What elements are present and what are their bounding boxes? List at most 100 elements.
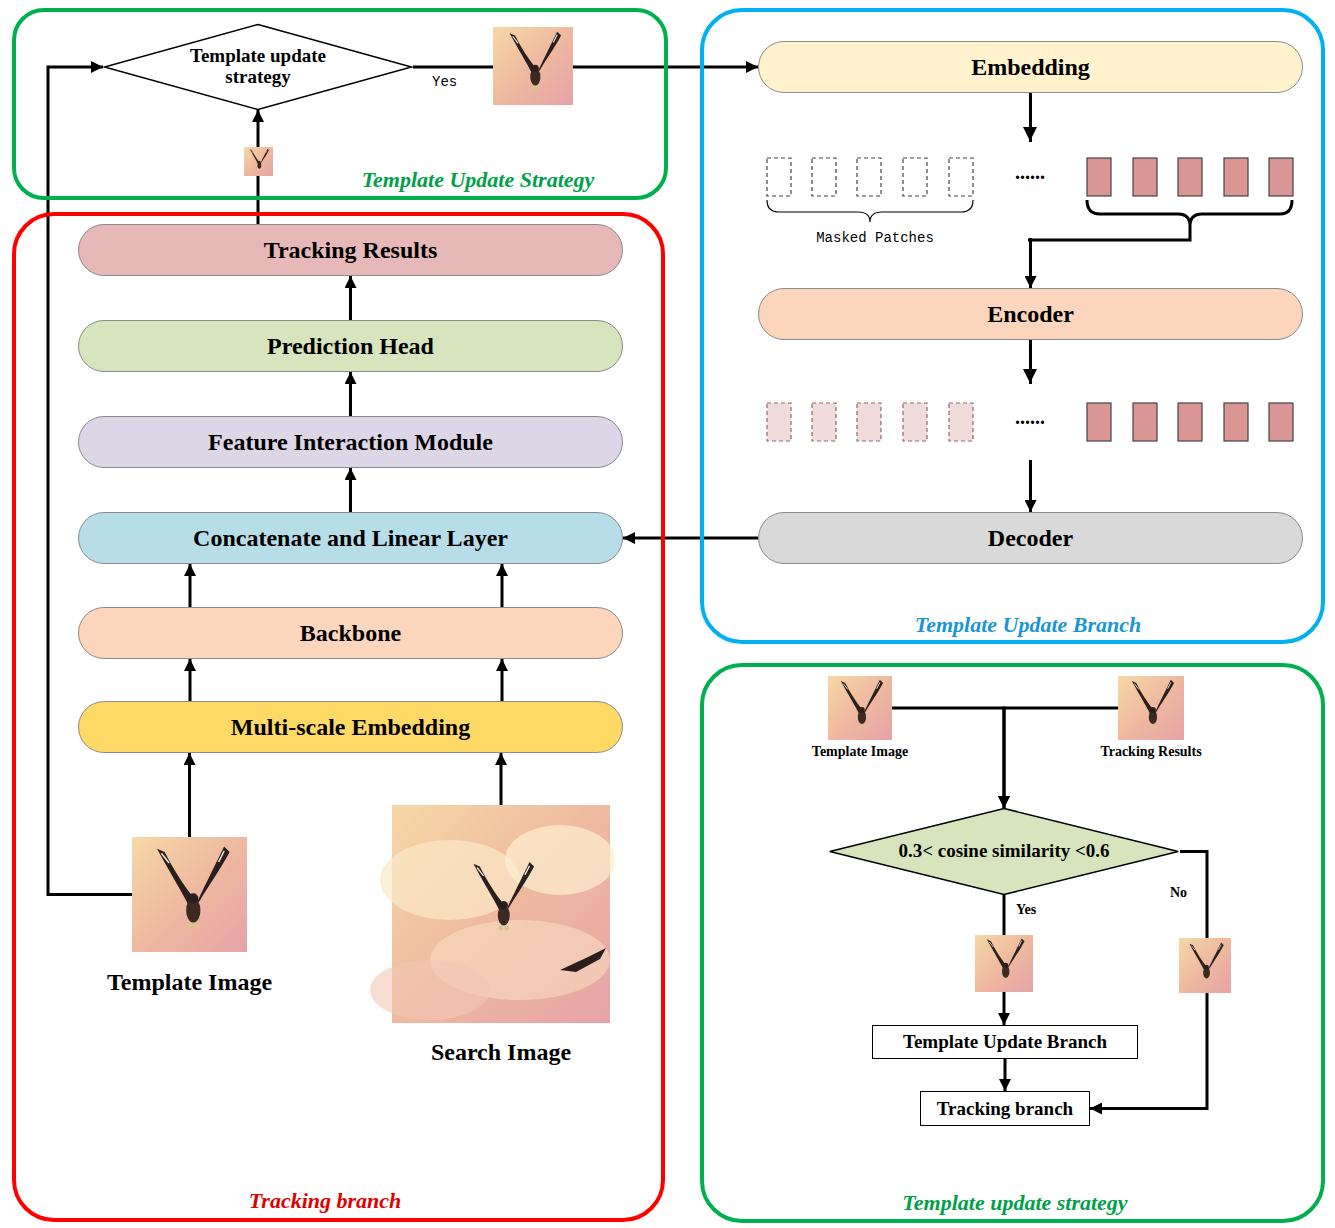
search-image-picture bbox=[370, 805, 615, 1023]
bracket bbox=[1087, 200, 1292, 226]
eagle bbox=[987, 938, 1025, 981]
image-ground bbox=[828, 676, 892, 740]
eagle bbox=[510, 32, 561, 90]
image-ground bbox=[1118, 676, 1184, 740]
flow-arrow bbox=[48, 67, 132, 895]
box-label: Concatenate and Linear Layer bbox=[193, 525, 508, 552]
flow-arrow bbox=[189, 659, 192, 701]
diamond-shape bbox=[830, 808, 1178, 894]
image-input: Template Image bbox=[828, 676, 892, 740]
masked-patch bbox=[767, 158, 791, 196]
thumbnail bbox=[975, 935, 1033, 992]
image-ground bbox=[493, 27, 573, 105]
decision-label: Template update strategy bbox=[168, 46, 348, 88]
flow-arrow bbox=[189, 564, 192, 607]
eagle bbox=[250, 149, 269, 171]
image-ground bbox=[244, 147, 273, 176]
flow-arrow bbox=[188, 753, 191, 837]
label-holder: ...... bbox=[1015, 406, 1045, 429]
box-label: Tracking branch bbox=[937, 1098, 1073, 1120]
flow-arrow bbox=[623, 537, 758, 540]
process-box: Encoder bbox=[758, 288, 1303, 340]
process-box: Template Update Branch bbox=[872, 1025, 1138, 1059]
flow-arrow bbox=[349, 468, 352, 512]
arrowhead bbox=[1023, 127, 1037, 141]
decision-label: 0.3< cosine similarity <0.6 bbox=[898, 841, 1109, 862]
flow-arrow bbox=[349, 276, 352, 320]
reconstructed-patch bbox=[812, 403, 836, 441]
box-label: Feature Interaction Module bbox=[208, 429, 493, 456]
template-image-picture bbox=[132, 837, 247, 952]
eagle bbox=[157, 847, 230, 929]
strategy-region: Template update strategy Template ImageTr… bbox=[700, 663, 1325, 1223]
ground-mask bbox=[1000, 384, 1060, 460]
image-caption: Search Image bbox=[431, 1039, 571, 1066]
visible-patch bbox=[1178, 403, 1202, 441]
reconstructed-patches bbox=[767, 403, 973, 441]
visible-patch bbox=[1133, 158, 1157, 196]
flow-arrow bbox=[500, 753, 503, 805]
label-holder: Masked Patches bbox=[816, 230, 934, 246]
tracking-region: Tracking branchTracking ResultsPredictio… bbox=[12, 212, 665, 1222]
annotation-label: ...... bbox=[1015, 161, 1045, 184]
eagle bbox=[473, 862, 534, 931]
process-box: Feature Interaction Module bbox=[78, 416, 623, 468]
box-label: Decoder bbox=[988, 525, 1073, 552]
update-branch-region: Template Update Branch EmbeddingEncoderDe… bbox=[700, 8, 1325, 644]
region-title: Template Update Branch bbox=[915, 612, 1142, 638]
strategy-region: Template Update StrategyTemplate update … bbox=[12, 8, 668, 200]
cloud bbox=[370, 960, 490, 1020]
visible-patches bbox=[1087, 403, 1293, 441]
region-title: Template update strategy bbox=[902, 1190, 1127, 1216]
visible-patch bbox=[1133, 403, 1157, 441]
image-input: Template Image bbox=[132, 837, 247, 952]
box-label: Prediction Head bbox=[267, 333, 434, 360]
eagle bbox=[1132, 680, 1174, 728]
process-box: Decoder bbox=[758, 512, 1303, 564]
flow-arrow bbox=[349, 372, 352, 416]
flow-arrow bbox=[501, 564, 504, 607]
image-ground bbox=[132, 837, 247, 952]
visible-patch bbox=[1178, 158, 1202, 196]
ground-mask bbox=[1000, 142, 1060, 238]
process-box: Tracking Results bbox=[78, 224, 623, 276]
reconstructed-patch bbox=[767, 403, 791, 441]
image-input: Search Image bbox=[392, 805, 610, 1023]
visible-patch bbox=[1224, 158, 1248, 196]
visible-patch bbox=[1224, 403, 1248, 441]
decision-diamond: Template update strategy bbox=[103, 24, 413, 110]
process-box: Multi-scale Embedding bbox=[78, 701, 623, 753]
label-holder: ...... bbox=[1015, 161, 1045, 184]
annotation-label: ...... bbox=[1015, 406, 1045, 429]
process-box: Prediction Head bbox=[78, 320, 623, 372]
visible-patch bbox=[1087, 158, 1111, 196]
image-caption: Template Image bbox=[107, 969, 272, 996]
edge-label: Yes bbox=[1016, 902, 1036, 918]
image-ground bbox=[975, 935, 1033, 992]
masked-patch bbox=[903, 158, 927, 196]
diamond-shape bbox=[105, 24, 412, 109]
arrowhead bbox=[1023, 369, 1037, 383]
masked-patch bbox=[949, 158, 973, 196]
thumbnail bbox=[244, 147, 273, 176]
process-box: Embedding bbox=[758, 41, 1303, 93]
reconstructed-patch bbox=[903, 403, 927, 441]
label-holder: Yes bbox=[1016, 902, 1036, 918]
masked-patches bbox=[767, 158, 973, 196]
image-ground bbox=[1179, 938, 1231, 993]
box-label: Tracking Results bbox=[264, 237, 438, 264]
visible-patch bbox=[1269, 403, 1293, 441]
bracket-stem bbox=[1028, 226, 1190, 240]
visible-patches bbox=[1087, 158, 1293, 196]
visible-patch bbox=[1269, 158, 1293, 196]
thumbnail bbox=[493, 27, 573, 105]
box-label: Template Update Branch bbox=[903, 1031, 1107, 1053]
reconstructed-patch bbox=[949, 403, 973, 441]
flow-arrow bbox=[1004, 1059, 1007, 1091]
eagle bbox=[1189, 943, 1223, 982]
template-image-picture bbox=[828, 676, 892, 740]
image-caption: Template Image bbox=[812, 744, 908, 760]
thumbnail bbox=[1179, 938, 1231, 993]
edge-label: Yes bbox=[432, 74, 457, 90]
